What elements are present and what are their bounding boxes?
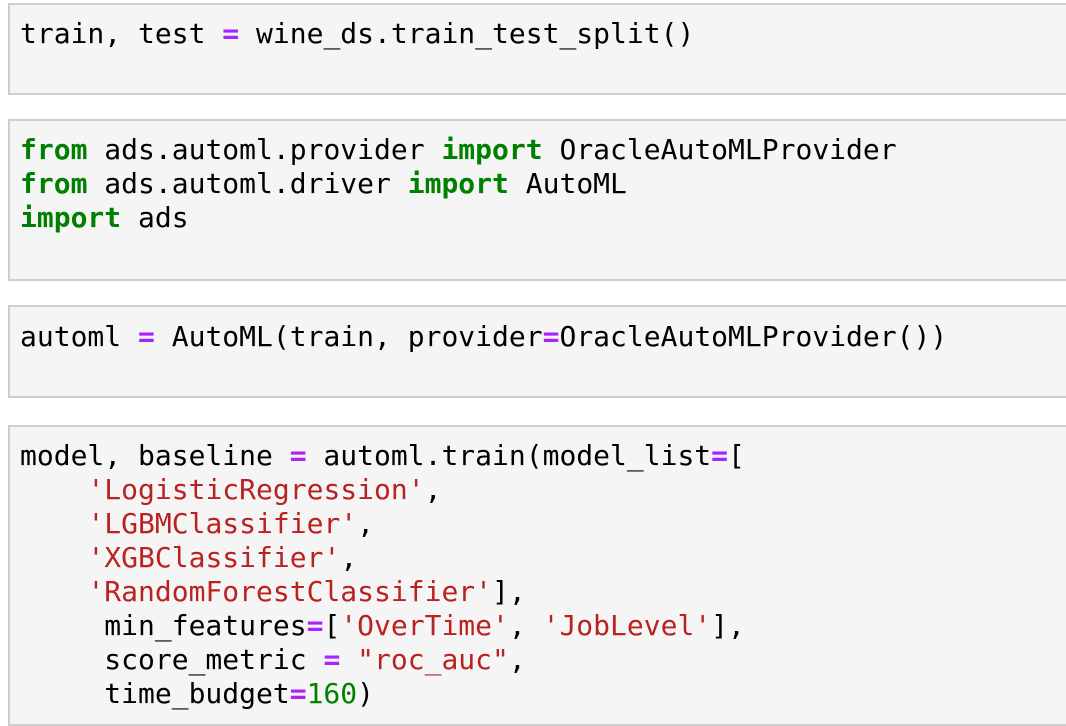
code-string: 'LGBMClassifier' [87,507,358,540]
code-text: AutoML [508,167,627,200]
code-text: [ [728,439,745,472]
code-string: "roc_auc" [357,643,509,676]
code-number: 160 [306,677,358,710]
code-text: model, baseline [20,439,290,472]
code-text [20,541,87,574]
code-string: 'XGBClassifier' [87,541,341,574]
code-line: model, baseline = automl.train(model_lis… [20,439,745,472]
code-text: , [340,541,358,574]
code-operator: = [222,17,240,50]
code-text: , [424,473,442,506]
code-operator: = [323,643,341,676]
code-text: ads [121,201,189,234]
code-operator: = [711,439,729,472]
code-text: AutoML(train, provider [154,320,543,353]
code-string: 'OverTime' [340,609,509,642]
code-editor[interactable]: from ads.automl.provider import OracleAu… [10,121,1066,235]
code-line: import ads [20,201,189,234]
code-text: min_features [20,609,307,642]
code-cell-4[interactable]: model, baseline = automl.train(model_lis… [8,425,1066,726]
code-line: 'LogisticRegression', [20,473,441,506]
code-operator: = [542,320,560,353]
code-text [20,473,87,506]
code-text: train, test [20,17,223,50]
code-string: 'LogisticRegression' [87,473,425,506]
code-text: ], [492,575,526,608]
code-string: 'RandomForestClassifier' [87,575,493,608]
code-line: min_features=['OverTime', 'JobLevel'], [20,609,745,642]
code-operator: = [289,439,307,472]
code-text: , [508,609,543,642]
code-keyword: import [407,167,509,200]
code-text: ], [711,609,745,642]
code-text: , [357,507,375,540]
code-editor[interactable]: automl = AutoML(train, provider=OracleAu… [10,307,1066,354]
code-line: score_metric = "roc_auc", [20,643,526,676]
code-cell-2[interactable]: from ads.automl.provider import OracleAu… [8,119,1066,281]
code-editor[interactable]: model, baseline = automl.train(model_lis… [10,427,1066,711]
code-text: time_budget [20,677,290,710]
code-keyword: import [20,201,122,234]
code-text: , [508,643,526,676]
code-line: from ads.automl.provider import OracleAu… [20,133,897,166]
code-line: train, test = wine_ds.train_test_split() [20,17,694,50]
code-text: [ [323,609,341,642]
code-operator: = [306,609,324,642]
code-line: time_budget=160) [20,677,374,710]
code-text: wine_ds.train_test_split() [239,17,695,50]
code-text [20,507,87,540]
code-text: ads.automl.driver [87,167,408,200]
code-keyword: from [20,133,88,166]
code-line: from ads.automl.driver import AutoML [20,167,627,200]
code-text [340,643,357,676]
code-text: ads.automl.provider [87,133,442,166]
code-operator: = [138,320,155,353]
code-line: 'LGBMClassifier', [20,507,374,540]
code-text: OracleAutoMLProvider()) [559,320,948,353]
code-text: score_metric [20,643,324,676]
code-line: 'XGBClassifier', [20,541,357,574]
code-text: automl.train(model_list [306,439,712,472]
code-operator: = [289,677,307,710]
code-cell-1[interactable]: train, test = wine_ds.train_test_split() [8,3,1066,95]
code-text: automl [20,320,139,353]
code-keyword: from [20,167,88,200]
code-line: automl = AutoML(train, provider=OracleAu… [20,320,947,353]
code-cell-3[interactable]: automl = AutoML(train, provider=OracleAu… [8,305,1066,398]
code-string: 'JobLevel' [542,609,712,642]
code-text [20,575,87,608]
code-keyword: import [441,133,543,166]
code-line: 'RandomForestClassifier'], [20,575,526,608]
code-text: OracleAutoMLProvider [542,133,897,166]
code-editor[interactable]: train, test = wine_ds.train_test_split() [10,5,1066,51]
code-text: ) [357,677,375,710]
